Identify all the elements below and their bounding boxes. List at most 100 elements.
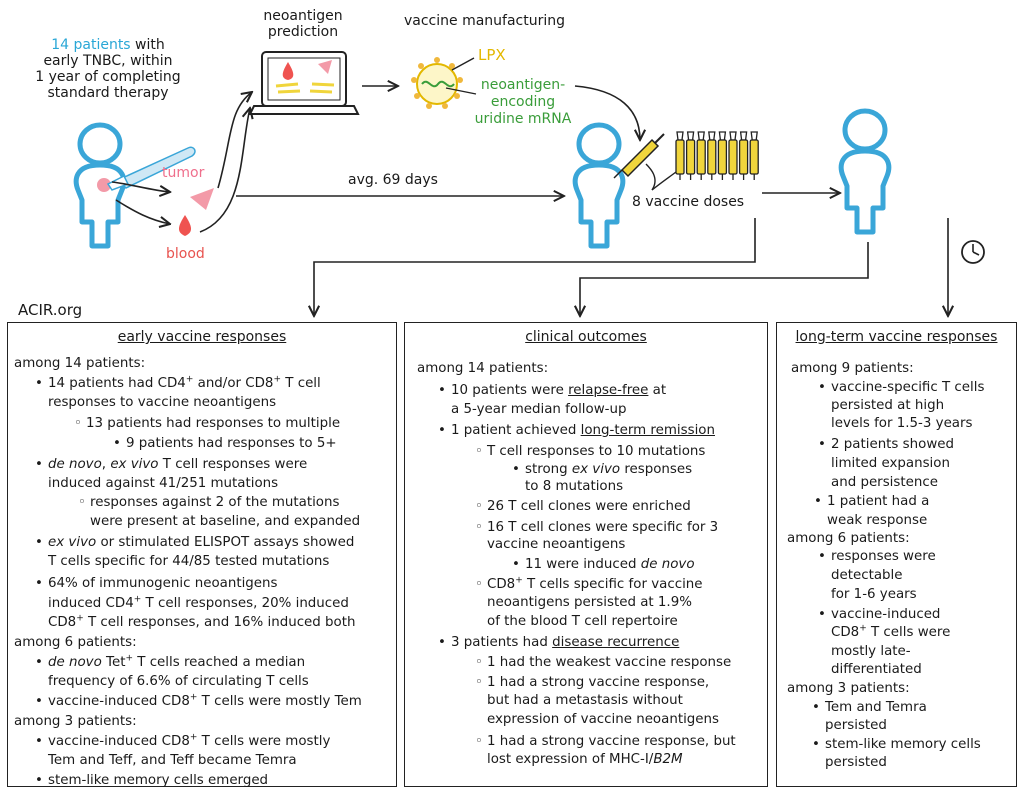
early-line: responses against 2 of the mutations <box>78 495 339 510</box>
panel-early-vaccine-responses: early vaccine responses among 14 patient… <box>7 322 397 788</box>
prediction-line-1: neoantigen <box>263 8 343 24</box>
early-line: among 6 patients: <box>14 635 137 650</box>
clinical-line: to 8 mutations <box>525 479 624 494</box>
longterm-line: limited expansion <box>831 456 950 471</box>
vial-icon <box>685 131 696 180</box>
mrna-line-2: encoding <box>490 94 556 110</box>
syringe-icon <box>613 133 665 179</box>
early-line: T cells specific for 44/85 tested mutati… <box>48 554 330 569</box>
panel-long-term-vaccine-responses: long-term vaccine responses among 9 pati… <box>776 322 1017 787</box>
patient-1-icon <box>73 122 127 249</box>
early-line: 14 patients had CD4+ and/or CD8+ T cell <box>35 375 321 391</box>
panel-clinical-title: clinical outcomes <box>525 329 647 345</box>
early-line: 64% of immunogenic neoantigens <box>35 576 277 591</box>
longterm-line: Tem and Temra <box>812 700 927 715</box>
early-line: among 14 patients: <box>14 356 146 371</box>
mrna-line-1: neoantigen- <box>480 77 566 93</box>
early-line: frequency of 6.6% of circulating T cells <box>48 674 309 689</box>
clinical-line: strong ex vivo responses <box>512 462 692 477</box>
clinical-line: among 14 patients: <box>417 361 549 376</box>
prediction-label: neoantigen prediction <box>248 8 358 40</box>
avg-days-label: avg. 69 days <box>348 172 438 188</box>
longterm-line: and persistence <box>831 475 938 490</box>
longterm-line: weak response <box>827 513 928 528</box>
clinical-line: 16 T cell clones were specific for 3 <box>475 520 718 535</box>
longterm-line: persisted <box>825 755 887 770</box>
early-line: CD8+ T cell responses, and 16% induced b… <box>48 613 356 630</box>
longterm-line: detectable <box>831 568 903 583</box>
early-line: de novo Tet+ T cells reached a median <box>35 654 305 670</box>
clinical-line: CD8+ T cells specific for vaccine <box>475 576 703 592</box>
patients-line-2: early TNBC, within <box>43 53 173 69</box>
clinical-line: T cell responses to 10 mutations <box>475 444 705 459</box>
clinical-line: 1 had the weakest vaccine response <box>475 655 731 670</box>
longterm-line: among 9 patients: <box>791 361 914 376</box>
patients-line-1: with <box>130 37 165 53</box>
tumor-label: tumor <box>162 165 205 181</box>
longterm-line: differentiated <box>831 662 922 677</box>
early-line: 13 patients had responses to multiple <box>74 416 340 431</box>
early-line: responses to vaccine neoantigens <box>48 395 277 410</box>
longterm-line: persisted at high <box>831 398 945 413</box>
early-line: induced against 41/251 mutations <box>48 476 279 491</box>
blood-label: blood <box>166 246 205 262</box>
longterm-line: responses were <box>818 549 936 564</box>
early-line: vaccine-induced CD8+ T cells were mostly <box>35 733 330 749</box>
longterm-line: 1 patient had a <box>814 494 929 509</box>
vial-icon <box>749 131 759 180</box>
vial-icon <box>696 131 706 180</box>
patients-line-4: standard therapy <box>47 85 169 101</box>
doses-label: 8 vaccine doses <box>632 194 745 210</box>
longterm-line: for 1-6 years <box>831 587 917 602</box>
tumor-sample-icon <box>190 188 214 210</box>
vial-icon <box>728 131 738 180</box>
laptop-icon <box>248 51 360 115</box>
longterm-line: among 3 patients: <box>787 681 910 696</box>
early-line: stem-like memory cells emerged <box>35 773 268 788</box>
clinical-line: 1 had a strong vaccine response, <box>475 675 709 690</box>
vial-icon <box>675 131 685 180</box>
early-line: vaccine-induced CD8+ T cells were mostly… <box>35 693 362 709</box>
manufacturing-label: vaccine manufacturing <box>404 13 566 29</box>
panel-early-title: early vaccine responses <box>117 329 287 345</box>
longterm-line: CD8+ T cells were <box>831 623 951 640</box>
early-line: induced CD4+ T cell responses, 20% induc… <box>48 594 349 611</box>
clinical-line: neoantigens persisted at 1.9% <box>487 595 692 610</box>
early-line: ex vivo or stimulated ELISPOT assays sho… <box>35 535 354 550</box>
clinical-line: 1 had a strong vaccine response, but <box>475 734 736 749</box>
clinical-line: 10 patients were relapse-free at <box>438 383 666 398</box>
longterm-line: stem-like memory cells <box>812 737 981 752</box>
patients-description: 14 patients with early TNBC, within 1 ye… <box>18 37 198 101</box>
longterm-line: mostly late- <box>831 644 911 659</box>
patients-line-3: 1 year of completing <box>35 69 181 85</box>
mrna-line-3: uridine mRNA <box>474 111 572 127</box>
early-line: Tem and Teff, and Teff became Temra <box>48 753 297 768</box>
clinical-line: 1 patient achieved long-term remission <box>438 423 715 438</box>
early-line: 9 patients had responses to 5+ <box>113 436 337 451</box>
clinical-line: 26 T cell clones were enriched <box>475 499 691 514</box>
panel-clinical-outcomes: clinical outcomes among 14 patients: 10 … <box>404 322 768 787</box>
longterm-line: vaccine-specific T cells <box>818 380 984 395</box>
clinical-line: but had a metastasis without <box>487 693 683 708</box>
clinical-line: 3 patients had disease recurrence <box>438 635 679 650</box>
vial-icon <box>707 131 717 180</box>
longterm-line: among 6 patients: <box>787 531 910 546</box>
longterm-line: persisted <box>825 718 887 733</box>
clinical-line: of the blood T cell repertoire <box>487 614 678 629</box>
vial-icon <box>738 131 749 180</box>
blood-drop-icon <box>178 215 192 236</box>
clinical-line: 11 were induced de novo <box>512 557 695 572</box>
vial-icon <box>717 131 728 180</box>
tumor-spot-icon <box>97 178 111 192</box>
lpx-particle-icon <box>411 57 477 109</box>
early-line: among 3 patients: <box>14 714 137 729</box>
clinical-line: vaccine neoantigens <box>487 537 626 552</box>
clinical-line: a 5-year median follow-up <box>451 402 627 417</box>
watermark: ACIR.org <box>18 301 83 319</box>
longterm-line: levels for 1.5-3 years <box>831 416 973 431</box>
panel-longterm-title: long-term vaccine responses <box>795 329 998 345</box>
patient-3-icon <box>838 108 892 235</box>
prediction-line-2: prediction <box>267 24 339 40</box>
lpx-label: LPX <box>478 46 506 64</box>
